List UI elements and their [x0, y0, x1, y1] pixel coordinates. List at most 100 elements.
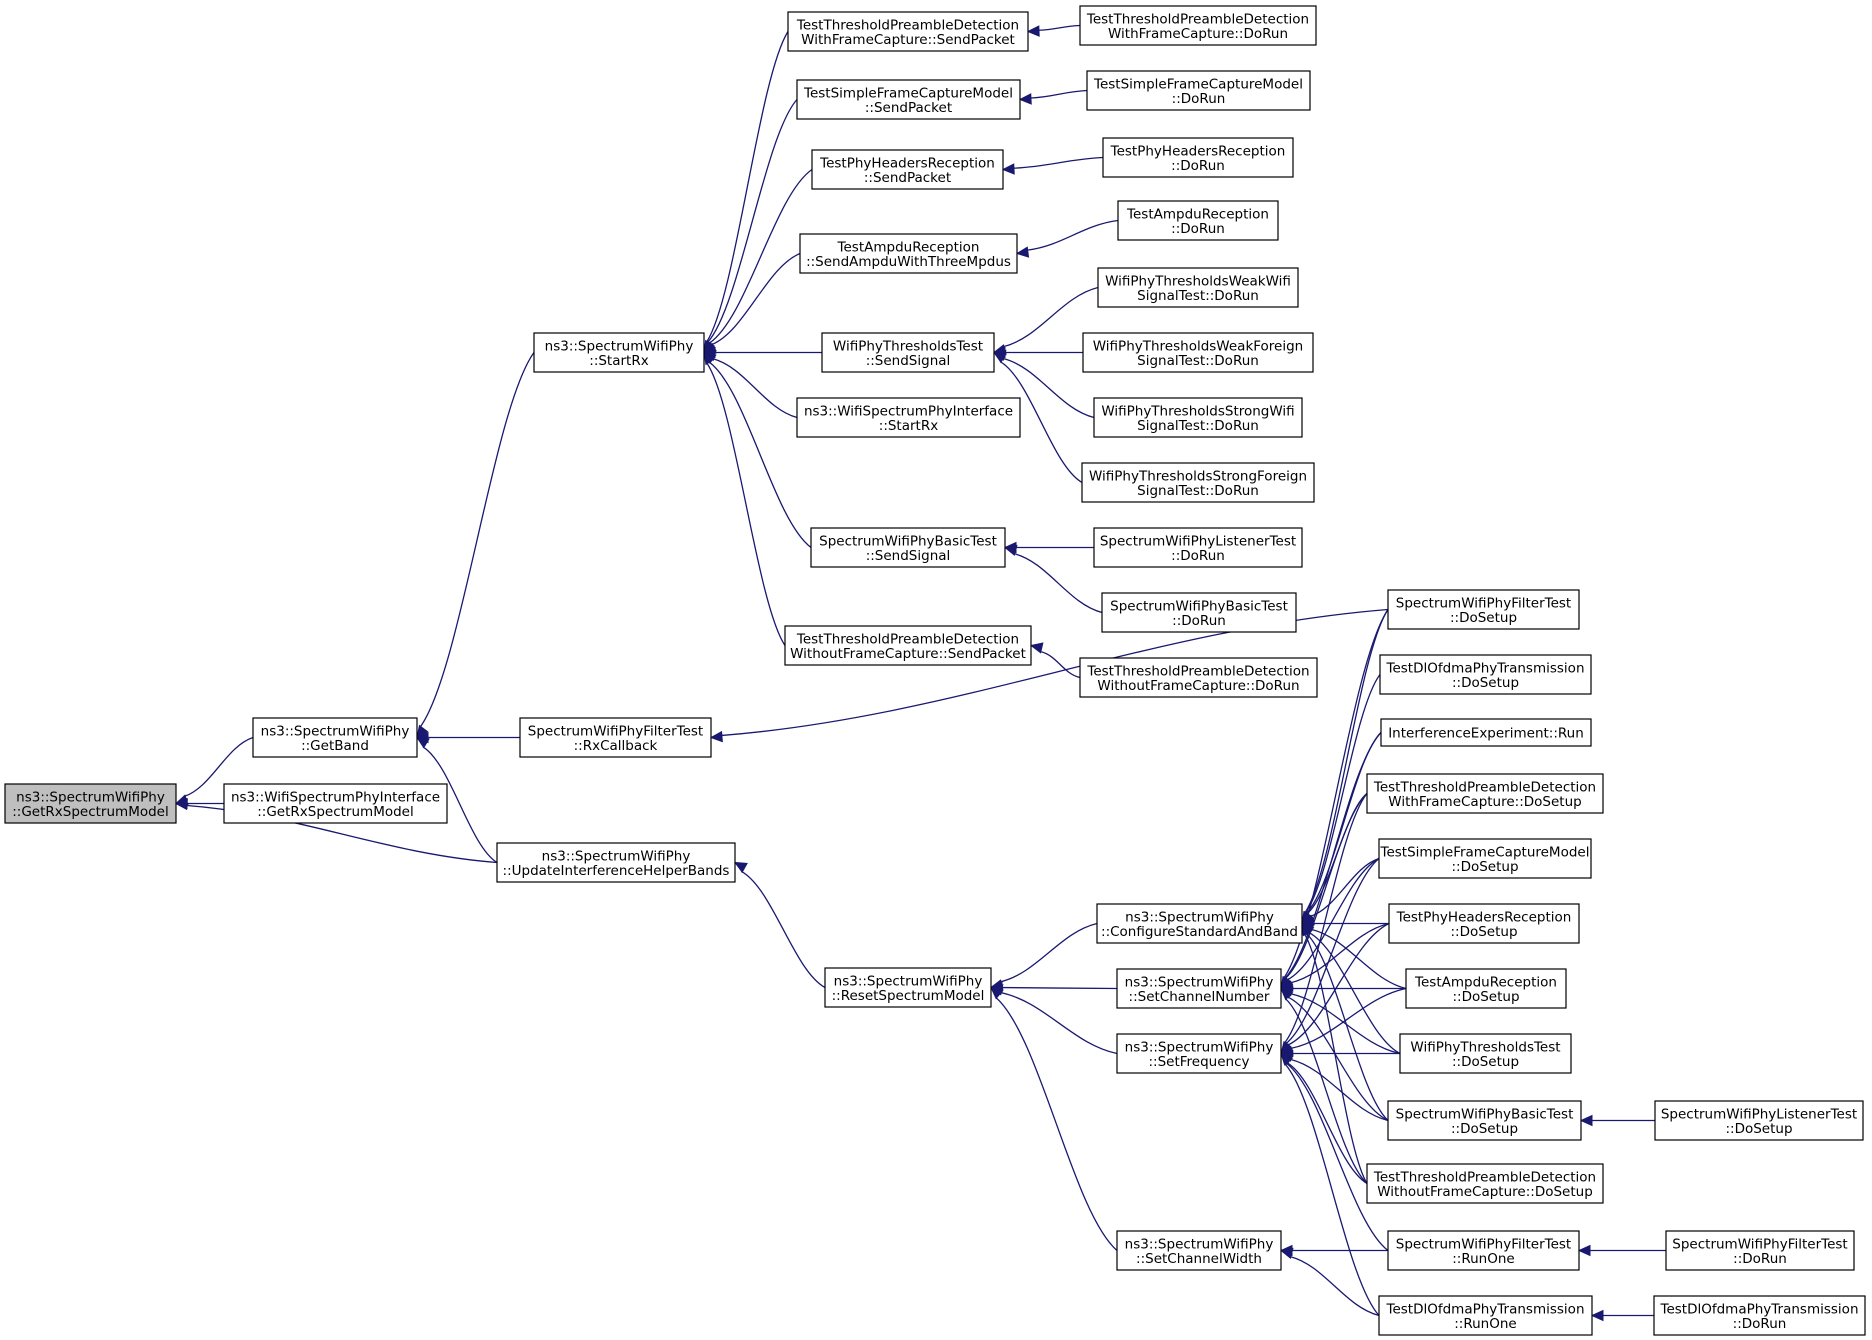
- node-label-line: ::DoSetup: [1452, 989, 1519, 1005]
- arrowhead: [1279, 1247, 1294, 1259]
- node-tphr_send[interactable]: TestPhyHeadersReception::SendPacket: [811, 149, 1004, 190]
- node-swpft_dosetup[interactable]: SpectrumWifiPhyFilterTest::DoSetup: [1387, 589, 1580, 630]
- node-box: [810, 527, 1006, 568]
- node-tpdwofc_dosetup[interactable]: TestThresholdPreambleDetectionWithoutFra…: [1366, 1163, 1604, 1204]
- node-swpft_dorun[interactable]: SpectrumWifiPhyFilterTest::DoRun: [1665, 1230, 1855, 1271]
- node-label-line: SpectrumWifiPhyListenerTest: [1100, 533, 1296, 549]
- node-tsfcm_dosetup[interactable]: TestSimpleFrameCaptureModel::DoSetup: [1378, 838, 1592, 879]
- node-setchnum[interactable]: ns3::SpectrumWifiPhy::SetChannelNumber: [1116, 968, 1282, 1009]
- node-box: [1097, 267, 1299, 308]
- node-setfreq[interactable]: ns3::SpectrumWifiPhy::SetFrequency: [1116, 1033, 1282, 1074]
- edge-line: [1013, 552, 1103, 614]
- arrowhead: [709, 730, 723, 743]
- node-wptt_send[interactable]: WifiPhyThresholdsTest::SendSignal: [821, 332, 995, 373]
- node-box: [1082, 332, 1314, 373]
- node-label-line: TestAmpduReception: [1414, 974, 1557, 990]
- node-swplt_dorun[interactable]: SpectrumWifiPhyListenerTest::DoRun: [1093, 527, 1303, 568]
- edge-line: [712, 358, 798, 419]
- node-tpdwfc_send[interactable]: TestThresholdPreambleDetectionWithFrameC…: [787, 11, 1029, 52]
- node-resetsm[interactable]: ns3::SpectrumWifiPhy::ResetSpectrumModel: [824, 967, 992, 1008]
- node-tpdwofc_send[interactable]: TestThresholdPreambleDetectionWithoutFra…: [784, 625, 1032, 666]
- edge-swpbt_dosetup-to-setfreq: [1279, 1050, 1389, 1122]
- node-root[interactable]: ns3::SpectrumWifiPhy::GetRxSpectrumModel: [4, 783, 177, 824]
- edge-tpdwofc_send-to-startrx: [703, 351, 786, 646]
- node-tar_dorun[interactable]: TestAmpduReception::DoRun: [1117, 200, 1279, 241]
- edge-tar_dosetup-to-setfreq: [1279, 987, 1407, 1057]
- node-label-line: ::RunOne: [1454, 1316, 1516, 1332]
- edge-line: [1284, 998, 1368, 1184]
- edge-line: [1284, 732, 1382, 979]
- node-tphr_dorun[interactable]: TestPhyHeadersReception::DoRun: [1102, 137, 1294, 178]
- node-tdopt_dosetup[interactable]: TestDlOfdmaPhyTransmission::DoSetup: [1379, 654, 1592, 695]
- node-wptwwifi[interactable]: WifiPhyThresholdsWeakWifiSignalTest::DoR…: [1097, 267, 1299, 308]
- node-swpft_rxcb[interactable]: SpectrumWifiPhyFilterTest::RxCallback: [519, 717, 712, 758]
- node-tsfcm_send[interactable]: TestSimpleFrameCaptureModel::SendPacket: [796, 79, 1021, 120]
- node-wptwforeign[interactable]: WifiPhyThresholdsWeakForeignSignalTest::…: [1082, 332, 1314, 373]
- node-label-line: ns3::SpectrumWifiPhy: [16, 789, 165, 805]
- node-label-line: ::DoSetup: [1452, 1054, 1519, 1070]
- node-startrx[interactable]: ns3::SpectrumWifiPhy::StartRx: [533, 332, 705, 373]
- node-tdopt_runone[interactable]: TestDlOfdmaPhyTransmission::RunOne: [1378, 1295, 1593, 1336]
- node-wspi_getrx[interactable]: ns3::WifiSpectrumPhyInterface::GetRxSpec…: [223, 783, 448, 824]
- node-ie_run[interactable]: InterferenceExperiment::Run: [1380, 718, 1592, 747]
- node-label-line: SpectrumWifiPhyFilterTest: [1396, 595, 1571, 611]
- edge-line: [1290, 1058, 1389, 1122]
- node-label-line: ::SendSignal: [866, 353, 951, 369]
- edge-line: [711, 252, 801, 346]
- arrowhead: [733, 861, 748, 874]
- node-tphr_dosetup[interactable]: TestPhyHeadersReception::DoSetup: [1388, 903, 1580, 944]
- node-swpft_runone[interactable]: SpectrumWifiPhyFilterTest::RunOne: [1387, 1230, 1580, 1271]
- node-box: [519, 717, 712, 758]
- node-getband[interactable]: ns3::SpectrumWifiPhy::GetBand: [252, 717, 418, 758]
- node-label-line: ::SetChannelNumber: [1129, 989, 1270, 1005]
- node-label-line: ::SendSignal: [866, 548, 951, 564]
- node-box: [1117, 200, 1279, 241]
- node-tdopt_dorun[interactable]: TestDlOfdmaPhyTransmission::DoRun: [1653, 1295, 1866, 1336]
- node-label-line: ns3::SpectrumWifiPhy: [1125, 974, 1274, 990]
- edge-line: [1287, 857, 1380, 981]
- node-tpdwofc_dorun[interactable]: TestThresholdPreambleDetectionWithoutFra…: [1079, 657, 1318, 698]
- node-label-line: TestSimpleFrameCaptureModel: [1093, 76, 1303, 92]
- node-swpbt_dosetup[interactable]: SpectrumWifiPhyBasicTest::DoSetup: [1387, 1100, 1582, 1141]
- node-label-line: ::SendAmpduWithThreeMpdus: [806, 254, 1011, 270]
- node-label-line: TestSimpleFrameCaptureModel: [1380, 844, 1590, 860]
- node-swpbt_dorun[interactable]: SpectrumWifiPhyBasicTest::DoRun: [1101, 592, 1297, 633]
- node-box: [1079, 5, 1317, 46]
- node-wspi_startrx[interactable]: ns3::WifiSpectrumPhyInterface::StartRx: [796, 397, 1021, 438]
- edge-line: [1287, 922, 1390, 1046]
- edge-wptt_dosetup-to-setfreq: [1279, 1047, 1400, 1060]
- node-wptsforeign[interactable]: WifiPhyThresholdsStrongForeignSignalTest…: [1081, 462, 1315, 503]
- node-label-line: TestAmpduReception: [837, 239, 980, 255]
- node-wptt_dosetup[interactable]: WifiPhyThresholdsTest::DoSetup: [1399, 1033, 1572, 1074]
- node-label-line: ::SendPacket: [864, 170, 951, 186]
- edge-line: [184, 736, 254, 797]
- node-label-line: SpectrumWifiPhyFilterTest: [1672, 1236, 1847, 1252]
- node-label-line: ::SetChannelWidth: [1136, 1251, 1262, 1267]
- node-box: [1653, 1295, 1866, 1336]
- node-tsfcm_dorun[interactable]: TestSimpleFrameCaptureModel::DoRun: [1086, 70, 1311, 111]
- node-setchw[interactable]: ns3::SpectrumWifiPhy::SetChannelWidth: [1116, 1230, 1282, 1271]
- node-label-line: WifiPhyThresholdsStrongForeign: [1089, 468, 1307, 484]
- node-box: [1399, 1033, 1572, 1074]
- edge-swpbt_dorun-to-swpbt_send: [1003, 544, 1103, 614]
- arrowhead: [1280, 1052, 1294, 1066]
- edge-line: [1311, 928, 1407, 990]
- node-label-line: TestThresholdPreambleDetection: [1373, 779, 1596, 795]
- node-wptswifi[interactable]: WifiPhyThresholdsStrongWifiSignalTest::D…: [1093, 397, 1303, 438]
- node-swpbt_send[interactable]: SpectrumWifiPhyBasicTest::SendSignal: [810, 527, 1006, 568]
- node-tar_dosetup[interactable]: TestAmpduReception::DoSetup: [1405, 968, 1567, 1009]
- edge-tar_dorun-to-tar_send: [1015, 219, 1119, 258]
- node-uihb[interactable]: ns3::SpectrumWifiPhy::UpdateInterference…: [496, 842, 736, 883]
- node-box: [1387, 589, 1580, 630]
- node-tpdwfc_dosetup[interactable]: TestThresholdPreambleDetectionWithFrameC…: [1366, 773, 1604, 814]
- edge-uihb-to-getband: [415, 736, 498, 864]
- node-label-line: WifiPhyThresholdsWeakWifi: [1105, 273, 1291, 289]
- node-csab[interactable]: ns3::SpectrumWifiPhy::ConfigureStandardA…: [1096, 903, 1303, 944]
- node-label-line: TestThresholdPreambleDetection: [1086, 663, 1309, 679]
- edge-tsfcm_dorun-to-tsfcm_send: [1018, 89, 1088, 105]
- node-swplt_dosetup[interactable]: SpectrumWifiPhyListenerTest::DoSetup: [1654, 1100, 1864, 1141]
- node-tpdwfc_dorun[interactable]: TestThresholdPreambleDetectionWithFrameC…: [1079, 5, 1317, 46]
- node-label-line: TestThresholdPreambleDetection: [1373, 1169, 1596, 1185]
- node-tar_send[interactable]: TestAmpduReception::SendAmpduWithThreeMp…: [799, 233, 1018, 274]
- arrowhead: [1280, 987, 1294, 1001]
